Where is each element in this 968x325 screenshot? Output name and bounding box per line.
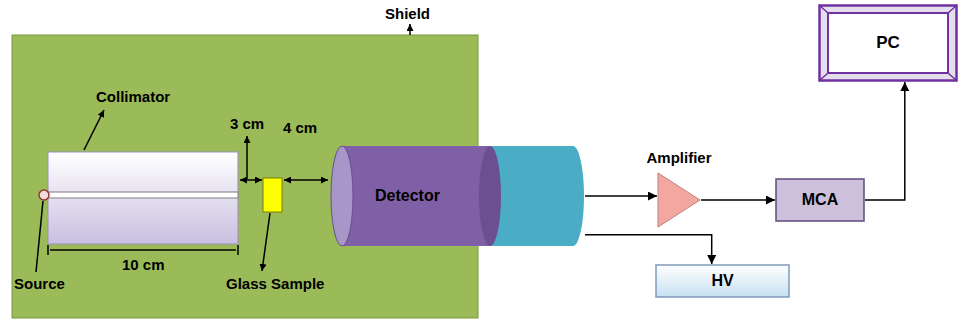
leader-line (262, 213, 270, 271)
detector-cylinder (479, 146, 501, 246)
collimator-channel (48, 192, 238, 198)
node-label: Detector (375, 187, 440, 205)
detector-cylinder (490, 146, 573, 246)
dimension-line (50, 249, 236, 251)
signal-connector (865, 82, 905, 200)
source-symbol (39, 190, 49, 200)
monitor-bevel (820, 73, 829, 81)
collimator-block (48, 152, 238, 244)
dimension-label: 10 cm (122, 256, 165, 273)
part-label: Shield (385, 5, 430, 22)
pc-monitor: PC (818, 4, 958, 82)
dimension-label: 4 cm (283, 119, 317, 136)
amplifier: Amplifier (657, 172, 701, 228)
glass-sample (263, 178, 282, 212)
dimension-label: 3 cm (230, 115, 264, 132)
tri-outline (657, 172, 701, 228)
box-outline (776, 179, 864, 221)
node-label: Amplifier (647, 149, 712, 166)
dimension-tick (47, 245, 49, 255)
signal-connector (701, 199, 775, 201)
node-label: MCA (802, 191, 838, 209)
monitor-screen (828, 13, 948, 73)
leader-line (84, 110, 104, 150)
monitor-bevel (948, 6, 957, 14)
leader-line (409, 24, 411, 35)
dimension-leader (246, 136, 248, 179)
part-label: Glass Sample (226, 275, 324, 292)
leader-line (36, 201, 43, 272)
mca-box: MCA (775, 178, 865, 222)
detector-cylinder (562, 146, 584, 246)
hv-box: HV (655, 264, 790, 298)
monitor-bevel (948, 73, 957, 81)
detector: Detector (330, 145, 585, 247)
node-label: HV (711, 272, 733, 290)
part-label: Collimator (96, 88, 170, 105)
monitor-frame (820, 6, 957, 81)
dimension-tick (237, 245, 239, 255)
signal-connector (585, 235, 712, 264)
box-outline (656, 265, 789, 297)
monitor-bevel (820, 6, 829, 14)
detector-cylinder (342, 146, 490, 246)
part-label: Source (14, 275, 65, 292)
cyl-outline (330, 145, 585, 247)
amplifier-symbol (658, 173, 700, 227)
dimension-line (240, 179, 262, 181)
dimension-line (284, 179, 328, 181)
detector-cylinder (331, 146, 353, 246)
signal-connector (585, 195, 657, 197)
node-label: PC (876, 33, 900, 53)
